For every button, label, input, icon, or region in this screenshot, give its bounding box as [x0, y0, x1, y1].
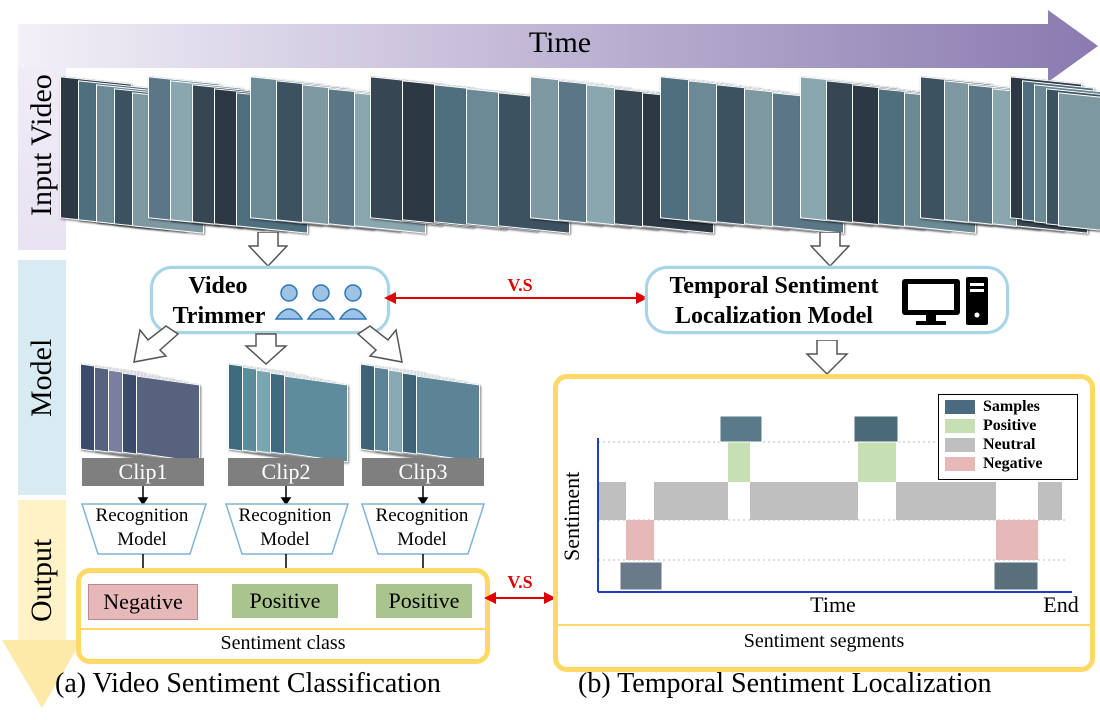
clip3-model-line1: Recognition — [375, 505, 469, 526]
clip2-label: Clip2 — [228, 458, 344, 486]
neutral-segments — [598, 482, 1062, 520]
legend-item: Positive — [945, 416, 1071, 435]
vs-top-label: V.S — [507, 275, 533, 295]
sentiment-timeline — [597, 415, 1072, 593]
clip2-frames — [228, 363, 354, 463]
video-frame — [1058, 92, 1100, 234]
clip-frame — [416, 375, 480, 463]
localization-divider — [558, 624, 1090, 626]
legend-swatch — [945, 399, 975, 414]
computer-icon — [902, 277, 988, 325]
clip3-label: Clip3 — [362, 458, 484, 486]
timeline-end-label: End — [1043, 592, 1079, 617]
legend-label: Negative — [983, 454, 1043, 472]
model-label: Model — [25, 338, 58, 417]
clip-frame — [136, 375, 200, 463]
clip2-model-line2: Model — [260, 529, 310, 550]
vs-top-arrow — [384, 292, 648, 304]
clip1-label: Clip1 — [82, 458, 204, 486]
sample-thumbnails — [619, 415, 1039, 591]
clip2-result: Positive — [232, 584, 338, 618]
down-arrow-to-timeline — [805, 340, 849, 376]
caption-a: (a) Video Sentiment Classification — [55, 668, 441, 699]
legend-label: Positive — [983, 416, 1037, 434]
sentiment-class-label: Sentiment class — [220, 632, 346, 654]
clip2-model-line1: Recognition — [238, 505, 332, 526]
clip3-result: Positive — [376, 584, 472, 618]
legend-item: Neutral — [945, 435, 1071, 454]
timeline-ylabel: Sentiment — [559, 471, 584, 561]
negative-segments — [626, 520, 1038, 560]
caption-b: (b) Temporal Sentiment Localization — [578, 668, 992, 699]
clip-frame — [284, 375, 348, 463]
video-trimmer-line1: Video — [188, 273, 248, 299]
legend-swatch — [945, 418, 975, 433]
legend-item: Samples — [945, 397, 1071, 416]
down-arrow-to-trimmer — [248, 232, 288, 268]
vs-bottom-arrow — [484, 592, 556, 604]
output-down-arrow — [2, 640, 82, 708]
trimmer-to-clips-arrows — [133, 325, 403, 366]
video-trimmer-box: Video Trimmer — [150, 266, 390, 334]
model-strip — [18, 260, 66, 495]
vs-bottom-label: V.S — [507, 572, 533, 592]
legend-label: Samples — [983, 397, 1040, 415]
positive-segments — [728, 442, 896, 482]
video-trimmer-line2: Trimmer — [172, 303, 266, 329]
clip1-model-line1: Recognition — [95, 505, 189, 526]
clip1-frames — [80, 363, 206, 463]
tsl-model-line1: Temporal Sentiment — [669, 273, 879, 299]
timeline-xlabel: Time — [810, 592, 856, 617]
clip3-frames — [360, 363, 486, 463]
sentiment-segments-label: Sentiment segments — [743, 630, 905, 652]
input-video-frames — [60, 76, 1100, 240]
output-label: Output — [25, 538, 58, 622]
output-strip — [18, 500, 66, 660]
people-icon — [274, 284, 368, 320]
clip1-result: Negative — [88, 584, 198, 620]
time-label: Time — [528, 26, 592, 59]
time-arrow — [18, 10, 1098, 82]
recognition-models — [80, 503, 486, 555]
down-arrow-to-tsl — [810, 232, 850, 268]
clip-to-model-arrows — [137, 486, 429, 506]
legend-label: Neutral — [983, 435, 1036, 453]
tsl-model-line2: Localization Model — [675, 303, 873, 329]
legend-swatch — [945, 437, 975, 452]
clip3-model-line2: Model — [397, 529, 447, 550]
clip1-model-line2: Model — [117, 529, 167, 550]
legend-item: Negative — [945, 454, 1071, 473]
legend-swatch — [945, 456, 975, 471]
tsl-model-box: Temporal Sentiment Localization Model — [645, 266, 1009, 334]
classification-divider — [81, 628, 485, 630]
input-video-label: Input Video — [25, 74, 58, 216]
